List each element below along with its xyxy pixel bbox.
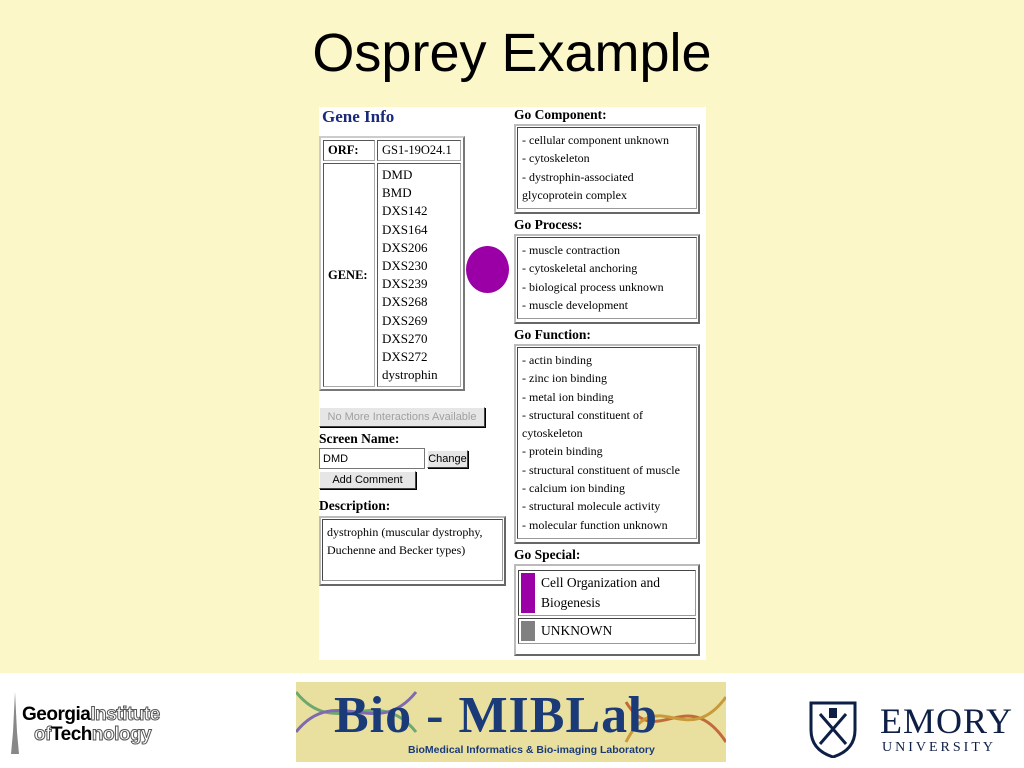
spire-icon [11, 692, 19, 754]
gene-node-circle[interactable] [466, 246, 509, 293]
go-component-item: - dystrophin-associated glycoprotein com… [522, 169, 634, 202]
gene-label: GENE: [323, 163, 375, 388]
gene-item: DMD [382, 167, 413, 182]
go-component-list: - cellular component unknown - cytoskele… [517, 127, 697, 209]
orf-value: GS1-19O24.1 [377, 140, 461, 161]
emory-shield-icon [809, 701, 857, 758]
go-function-item: - actin binding [522, 353, 592, 367]
go-special-box: Cell Organization and Biogenesis UNKNOWN [514, 564, 700, 656]
go-function-item: - structural molecule activity [522, 499, 661, 514]
go-special-item[interactable]: Cell Organization and Biogenesis [518, 570, 696, 616]
gene-item: DXS272 [382, 349, 428, 365]
go-special-title: Go Special: [514, 547, 581, 562]
color-swatch [521, 621, 535, 641]
gene-item: BMD [382, 185, 412, 201]
go-function-box: - actin binding - zinc ion binding - met… [514, 344, 700, 544]
go-process-item: - muscle contraction [522, 243, 620, 257]
no-more-interactions-button[interactable]: No More Interactions Available [319, 407, 485, 427]
go-function-item: - protein binding [522, 444, 603, 459]
gene-row: GENE: DMD BMD DXS142 DXS164 DXS206 DXS23… [323, 163, 461, 388]
emory-name: EMORY [880, 701, 1014, 741]
go-function-item: - calcium ion binding [522, 481, 625, 496]
bio-miblab-logo: Bio - MIBLab BioMedical Informatics & Bi… [296, 682, 726, 762]
gene-item: DXS206 [382, 239, 428, 255]
go-function-item: - zinc ion binding [522, 371, 607, 386]
go-function-title: Go Function: [514, 327, 591, 342]
gt-line2-bold: Tech [50, 724, 92, 745]
gene-item: DXS164 [382, 221, 428, 237]
description-label: Description: [319, 498, 391, 513]
gene-item: DXS270 [382, 330, 428, 346]
gene-item: DXS230 [382, 258, 428, 274]
go-special-label: UNKNOWN [541, 623, 613, 638]
go-process-item: - muscle development [522, 297, 628, 312]
go-component-title: Go Component: [514, 107, 607, 122]
add-comment-button[interactable]: Add Comment [319, 471, 416, 489]
gene-item: DXS142 [382, 203, 428, 219]
go-component-box: - cellular component unknown - cytoskele… [514, 124, 700, 214]
go-special-label: Cell Organization and Biogenesis [541, 575, 660, 610]
description-box: dystrophin (muscular dystrophy, Duchenne… [319, 516, 506, 586]
go-process-item: - biological process unknown [522, 279, 664, 294]
gt-line2-hollow: of [34, 724, 52, 746]
emory-university: UNIVERSITY [882, 740, 996, 755]
go-special-item[interactable]: UNKNOWN [518, 618, 696, 644]
go-function-list: - actin binding - zinc ion binding - met… [517, 347, 697, 539]
georgia-tech-logo: GeorgiaInstitute ofTechnology [4, 692, 224, 754]
color-swatch [521, 573, 535, 613]
gene-info-table: ORF: GS1-19O24.1 GENE: DMD BMD DXS142 DX… [319, 136, 465, 392]
go-process-title: Go Process: [514, 217, 583, 232]
change-button[interactable]: Change [427, 450, 468, 468]
bio-miblab-subtitle: BioMedical Informatics & Bio-imaging Lab… [408, 744, 655, 756]
slide-title: Osprey Example [312, 23, 712, 83]
go-process-list: - muscle contraction - cytoskeletal anch… [517, 237, 697, 319]
gene-item: DXS268 [382, 294, 428, 310]
screen-name-input[interactable] [319, 448, 425, 469]
go-component-item: - cellular component unknown [522, 133, 669, 147]
gene-item: DXS269 [382, 312, 428, 328]
go-process-box: - muscle contraction - cytoskeletal anch… [514, 234, 700, 324]
osprey-panel: Gene Info ORF: GS1-19O24.1 GENE: DMD BMD… [319, 107, 706, 660]
orf-row: ORF: GS1-19O24.1 [323, 140, 461, 161]
emory-logo: EMORY UNIVERSITY [808, 700, 1013, 760]
gene-list: DMD BMD DXS142 DXS164 DXS206 DXS230 DXS2… [377, 163, 461, 388]
go-function-item: - metal ion binding [522, 389, 614, 404]
gt-line2-hollow2: nology [91, 724, 152, 746]
go-function-item: - structural constituent of cytoskeleton [522, 407, 643, 441]
bio-miblab-title: Bio - MIBLab [334, 687, 659, 744]
gt-line1-bold: Georgia [22, 704, 91, 725]
orf-label: ORF: [323, 140, 375, 161]
gene-item: DXS239 [382, 276, 428, 292]
go-function-item: - structural constituent of muscle [522, 462, 680, 477]
go-component-item: - cytoskeleton [522, 151, 590, 166]
gene-item: dystrophin [382, 367, 438, 383]
go-function-item: - molecular function unknown [522, 517, 668, 532]
gene-info-title: Gene Info [322, 107, 395, 126]
screen-name-label: Screen Name: [319, 431, 400, 446]
go-process-item: - cytoskeletal anchoring [522, 261, 638, 276]
gt-line1-hollow: Institute [90, 704, 161, 726]
dna-helix-icon [296, 691, 726, 743]
description-text: dystrophin (muscular dystrophy, Duchenne… [322, 519, 503, 581]
